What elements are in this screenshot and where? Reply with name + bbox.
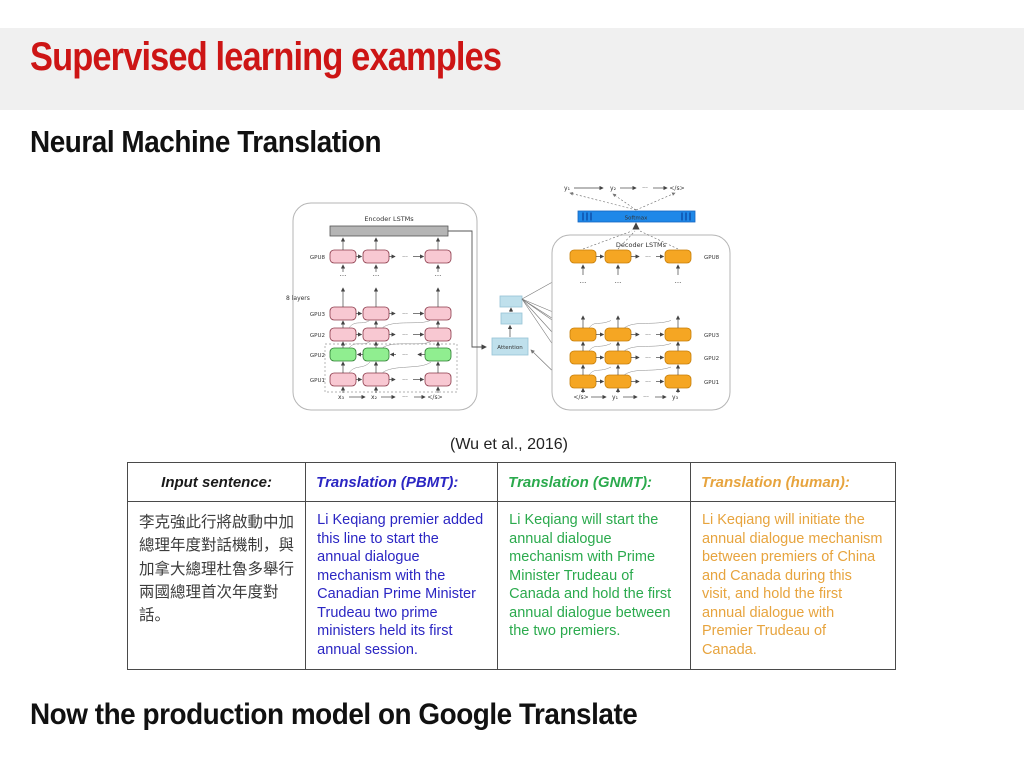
encoder-title: Encoder LSTMs xyxy=(364,215,414,223)
decoder-vertical-arrows xyxy=(580,264,681,393)
cell-input-sentence: 李克強此行將啟動中加總理年度對話機制，與加拿大總理杜魯多舉行兩國總理首次年度對話… xyxy=(126,500,307,671)
encoder-horizontal-arrows xyxy=(356,254,425,382)
decoder-row-ellipses: ··· ··· ··· ··· xyxy=(645,254,651,386)
table-header-input-sentence: Input sentence: xyxy=(126,462,307,502)
svg-text:y₁: y₁ xyxy=(564,185,571,192)
svg-text:GPU3: GPU3 xyxy=(310,312,326,318)
svg-text:···: ··· xyxy=(645,355,651,362)
decoder-horizontal-arrows xyxy=(596,254,665,384)
svg-text:GPU1: GPU1 xyxy=(704,380,719,386)
svg-text:···: ··· xyxy=(402,394,408,401)
decoder-skip-curves xyxy=(588,320,672,376)
softmax-output-fan xyxy=(569,192,676,211)
decoder-title: Decoder LSTMs xyxy=(616,241,667,249)
encoder-bottom-layers-outline xyxy=(324,343,458,393)
attention-label: Attention xyxy=(497,345,523,351)
encoder-panel: Encoder LSTMs GPU8 GPU3 GPU2 GPU2 GPU1 xyxy=(286,202,478,411)
svg-text:</s>: </s> xyxy=(573,394,588,401)
svg-text:x₃: x₃ xyxy=(338,394,345,401)
svg-text:GPU2: GPU2 xyxy=(704,356,719,362)
svg-text:</s>: </s> xyxy=(427,394,442,401)
svg-text:···: ··· xyxy=(402,377,408,384)
decoder-ellipsis-row: ··· ··· ··· xyxy=(580,279,682,287)
attention-context-box xyxy=(499,295,523,308)
svg-text:···: ··· xyxy=(645,379,651,386)
table-header-row: Input sentence: Translation (PBMT): Tran… xyxy=(126,462,897,502)
encoder-input-tokens: x₃ x₂ ··· </s> xyxy=(338,394,443,401)
decoder-top-fan xyxy=(582,230,679,250)
svg-text:GPU2: GPU2 xyxy=(310,353,325,359)
svg-text:···: ··· xyxy=(580,279,587,287)
svg-text:GPU2: GPU2 xyxy=(310,333,325,339)
softmax-stripes xyxy=(582,212,691,221)
encoder-ellipsis-row: ··· ··· ··· xyxy=(340,272,442,280)
cell-translation-pbmt: Li Keqiang premier added this line to st… xyxy=(305,500,499,671)
attention-box xyxy=(491,337,529,356)
table-header-translation-gnmt: Translation (GNMT): xyxy=(497,462,691,502)
encoder-skip-curves xyxy=(348,319,432,374)
section-heading: Neural Machine Translation xyxy=(30,124,382,159)
softmax-label: Softmax xyxy=(625,216,649,222)
decoder-gpu-labels: GPU8 GPU3 GPU2 GPU1 xyxy=(704,255,720,386)
svg-text:···: ··· xyxy=(645,254,651,261)
encoder-row-ellipses: ··· ··· ··· ··· ··· xyxy=(402,254,408,384)
encoder-lstm-boxes xyxy=(329,249,452,387)
encoder-gpu-labels: GPU8 GPU3 GPU2 GPU2 GPU1 xyxy=(310,255,326,384)
svg-text:y₁: y₁ xyxy=(612,394,619,401)
softmax-bar xyxy=(577,210,696,223)
svg-text:···: ··· xyxy=(675,279,682,287)
decoder-panel: Decoder LSTMs Softmax y₁ y₂ ··· </s> xyxy=(551,185,731,411)
svg-text:···: ··· xyxy=(435,272,442,280)
svg-text:···: ··· xyxy=(643,394,649,401)
footer-text: Now the production model on Google Trans… xyxy=(30,698,638,731)
table-header-translation-human: Translation (human): xyxy=(689,462,897,502)
decoder-output-tokens: y₁ y₂ ··· </s> xyxy=(564,185,685,192)
slide-header-band: Supervised learning examples xyxy=(0,28,1024,110)
svg-text:GPU3: GPU3 xyxy=(704,333,720,339)
gnmt-architecture-diagram: Encoder LSTMs GPU8 GPU3 GPU2 GPU2 GPU1 xyxy=(286,185,731,411)
slide-title: Supervised learning examples xyxy=(30,35,502,79)
cell-translation-gnmt: Li Keqiang will start the annual dialogu… xyxy=(497,500,691,671)
svg-text:GPU8: GPU8 xyxy=(704,255,720,261)
svg-text:GPU8: GPU8 xyxy=(310,255,326,261)
layers-label: 8 layers xyxy=(286,295,310,302)
encoder-output-bar xyxy=(329,225,449,237)
svg-text:···: ··· xyxy=(373,272,380,280)
attention-arrows xyxy=(507,307,514,337)
table-row: 李克強此行將啟動中加總理年度對話機制，與加拿大總理杜魯多舉行兩國總理首次年度對話… xyxy=(126,500,897,671)
svg-text:</s>: </s> xyxy=(669,185,684,192)
decoder-input-tokens: </s> y₁ ··· y₃ xyxy=(573,394,678,401)
encoder-vertical-arrows xyxy=(340,237,441,393)
svg-text:···: ··· xyxy=(645,332,651,339)
table-header-translation-pbmt: Translation (PBMT): xyxy=(305,462,499,502)
figure-citation: (Wu et al., 2016) xyxy=(450,436,568,453)
svg-text:···: ··· xyxy=(402,254,408,261)
attention-mid-box xyxy=(500,312,523,325)
svg-text:···: ··· xyxy=(615,279,622,287)
svg-text:···: ··· xyxy=(402,311,408,318)
svg-text:y₂: y₂ xyxy=(610,185,617,192)
cell-translation-human: Li Keqiang will initiate the annual dial… xyxy=(689,500,897,671)
svg-text:···: ··· xyxy=(340,272,347,280)
svg-text:x₂: x₂ xyxy=(371,394,378,401)
encoder-to-attention-line xyxy=(448,230,487,350)
svg-text:···: ··· xyxy=(402,332,408,339)
svg-text:GPU1: GPU1 xyxy=(310,378,325,384)
svg-text:···: ··· xyxy=(642,185,648,192)
svg-text:···: ··· xyxy=(402,352,408,359)
svg-text:y₃: y₃ xyxy=(672,394,679,401)
translation-comparison-table: Input sentence: Translation (PBMT): Tran… xyxy=(126,462,897,671)
decoder-lstm-boxes xyxy=(569,249,692,389)
